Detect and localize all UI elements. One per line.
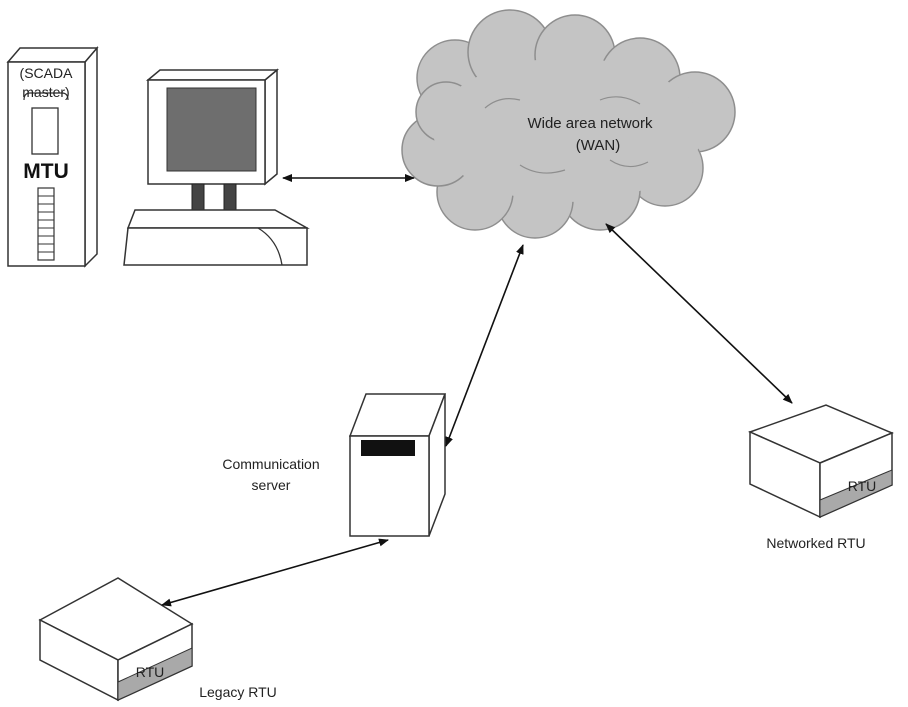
legacy-rtu-caption: Legacy RTU (199, 684, 277, 700)
wan-label-line2: (WAN) (576, 137, 620, 154)
networked-rtu-box-label: RTU (848, 478, 877, 494)
legacy-rtu-box-label: RTU (136, 664, 165, 680)
networked-rtu-band (819, 469, 893, 518)
mtu-drive-bays (37, 187, 55, 261)
connectors (161, 174, 793, 607)
server-drive-slot (361, 440, 415, 456)
wan-cloud: Wide area network (WAN) (401, 9, 736, 239)
networked-rtu: RTU Networked RTU (747, 404, 894, 551)
workstation (123, 68, 310, 266)
monitor-screen (166, 87, 257, 172)
comm-server-label-line2: server (252, 477, 291, 493)
mtu-title-line1: (SCADA (20, 65, 74, 81)
mtu-title-line2: master) (22, 84, 69, 100)
networked-rtu-caption: Networked RTU (766, 535, 865, 551)
communication-server: Communication server (222, 393, 447, 537)
link-networked-rtu-wan (605, 223, 793, 404)
link-server-wan (445, 244, 524, 447)
link-legacy-rtu-server (161, 538, 389, 607)
comm-server-label-line1: Communication (222, 456, 319, 472)
legacy-rtu: RTU Legacy RTU (38, 577, 277, 702)
legacy-rtu-band (117, 647, 193, 701)
mtu-tower: (SCADA master) MTU (6, 45, 99, 268)
wan-label-line1: Wide area network (527, 115, 653, 132)
mtu-label: MTU (23, 160, 69, 183)
